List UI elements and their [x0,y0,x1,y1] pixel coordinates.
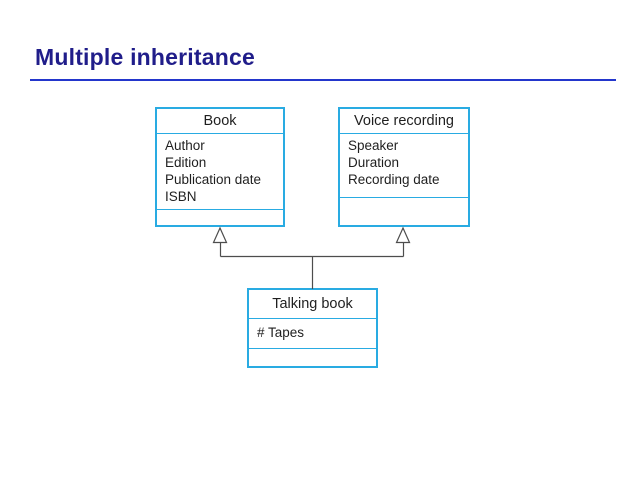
class-attribute: Edition [165,155,207,170]
class-box-talking-book: Talking book # Tapes [247,288,378,368]
class-attribute: ISBN [165,189,197,204]
class-attributes: Speaker Duration Recording date [340,134,468,198]
slide-title: Multiple inheritance [35,44,255,70]
class-attribute: Duration [348,155,400,170]
class-attributes: # Tapes [249,319,376,349]
class-operations-empty [340,198,468,225]
generalization-arrowhead-voice-recording [395,226,411,244]
class-attribute: # Tapes [257,325,305,340]
class-box-book: Book Author Edition Publication date ISB… [155,107,285,227]
class-name: Book [157,109,283,134]
class-operations-empty [249,349,376,366]
class-box-voice-recording: Voice recording Speaker Duration Recordi… [338,107,470,227]
class-name: Voice recording [340,109,468,134]
class-attribute: Recording date [348,172,440,187]
class-attribute: Publication date [165,172,262,187]
class-attribute: Speaker [348,138,399,153]
class-name: Talking book [249,290,376,319]
title-rule-divider [30,79,616,81]
generalization-arrowhead-book [212,226,228,244]
class-attributes: Author Edition Publication date ISBN [157,134,283,210]
class-attribute: Author [165,138,205,153]
class-operations-empty [157,210,283,225]
